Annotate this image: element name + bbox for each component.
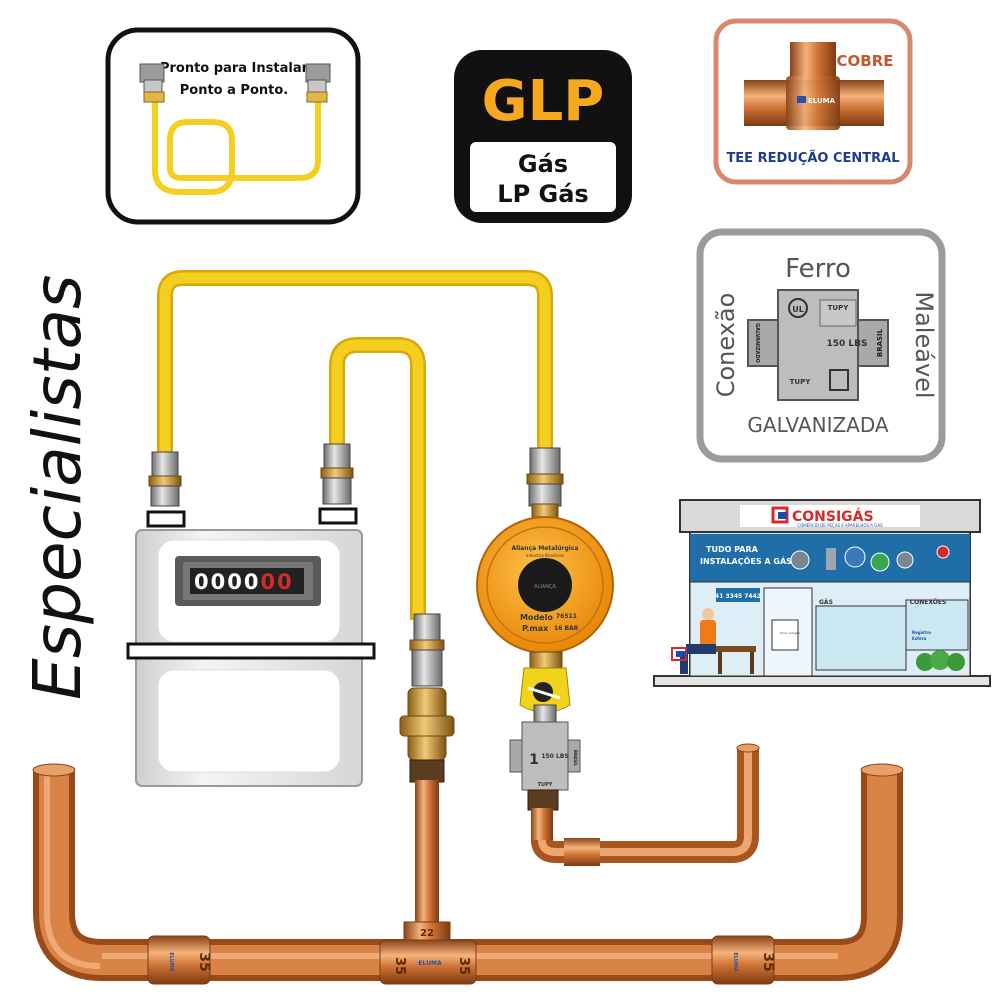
- worker-figure-icon: [680, 608, 716, 674]
- pipe-size-label: 35: [196, 952, 212, 971]
- store-slogan-2: INSTALAÇÕES A GÁS: [700, 555, 792, 566]
- pipe-size-label: 35: [760, 952, 776, 971]
- malleable-card: Ferro GALVANIZADA Conexão Maleável UL TU…: [696, 228, 946, 463]
- brass-ball-valve: [399, 613, 455, 783]
- pipe-size-label: 35: [392, 957, 407, 975]
- main-tee-coupling: 22 35 ELUMA 35: [379, 921, 477, 985]
- regulator-maker: Aliança Metalúrgica: [512, 545, 579, 552]
- store-label-forno: forno e fogão: [780, 631, 800, 635]
- glp-line2: LP Gás: [497, 180, 588, 208]
- tee-size-label: 22: [420, 928, 434, 939]
- pipe-size-label: 35: [456, 957, 471, 975]
- store-slogan-1: TUDO PARA: [706, 545, 759, 554]
- gas-meter: 000000: [126, 529, 376, 787]
- lbs-mark: 150 LBS: [827, 339, 868, 349]
- glp-line1: Gás: [518, 150, 568, 178]
- tee-brand: ELUMA: [808, 97, 836, 105]
- regulator-pmax-value: 16 BAR: [554, 625, 579, 632]
- gas-regulator: Aliança Metalúrgica Indústria Brasileira…: [476, 516, 614, 654]
- sign-post-icon: [671, 647, 687, 661]
- malleable-left-label: Conexão: [712, 293, 740, 398]
- elbow-fitting-icon: [139, 63, 165, 103]
- install-card-line2: Ponto a Ponto.: [180, 83, 288, 98]
- galv-mark: GALVANIZADO: [754, 323, 760, 363]
- regulator-pmax-label: P.max: [522, 624, 549, 633]
- coupling-right: 35 ELUMA: [711, 935, 776, 985]
- regulator-brand: ALIANÇA: [534, 584, 556, 590]
- side-script-text: Especialistas: [19, 275, 96, 700]
- copper-tee-icon: ELUMA: [744, 42, 884, 130]
- pipe-brand-label: ELUMA: [418, 960, 442, 967]
- tupy-mark: TUPY: [790, 378, 812, 386]
- store-name: CONSIGÁS: [792, 508, 874, 525]
- regulator-model-label: Modelo: [520, 613, 553, 622]
- store-bushes: [916, 650, 965, 671]
- pipe-brand-label: ELUMA: [168, 952, 174, 971]
- malleable-bottom-label: GALVANIZADA: [747, 413, 889, 437]
- galvanized-fitting-icon: UL TUPY 150 LBS BRASIL GALVANIZADO TUPY: [747, 289, 889, 401]
- yellow-hoses: [157, 270, 553, 620]
- galvanized-tee-fitting: 1 150 LBS TUPY BRASIL: [509, 721, 581, 811]
- valve-lbs-mark: 150 LBS: [541, 753, 568, 760]
- store-label-registro: Registro: [912, 630, 931, 635]
- store-tagline: COMÉRCIO DE PEÇAS E APARELHOS A GÁS: [797, 523, 883, 528]
- malleable-right-label: Maleável: [910, 291, 938, 398]
- valve-tupy-mark: TUPY: [538, 782, 553, 788]
- tupy-mark: TUPY: [828, 304, 850, 312]
- brasil-mark: BRASIL: [876, 328, 884, 357]
- glp-title: GLP: [482, 69, 605, 134]
- malleable-top-label: Ferro: [785, 254, 851, 284]
- meter-reading: 000000: [194, 570, 294, 594]
- store-illustration: CONSIGÁS COMÉRCIO DE PEÇAS E APARELHOS A…: [653, 499, 991, 687]
- ul-mark: UL: [792, 305, 804, 314]
- elbow-fitting-icon: [305, 63, 331, 103]
- valve-brasil-mark: BRASIL: [573, 750, 578, 767]
- store-label-gas: GÁS: [819, 599, 833, 606]
- glp-card: GLP Gás LP Gás: [454, 50, 632, 223]
- regulator-inlet-fitting: [526, 447, 564, 525]
- regulator-outlet-valve: [519, 651, 571, 724]
- store-bench-icon: [716, 646, 756, 674]
- meter-outlet-fitting: [318, 443, 358, 525]
- tee-bottom-label: TEE REDUÇÃO CENTRAL: [726, 150, 899, 166]
- regulator-model-value: 76511: [556, 613, 577, 620]
- tee-card: ELUMA COBRE TEE REDUÇÃO CENTRAL: [713, 18, 913, 185]
- store-label-esfera: Esfera: [912, 636, 927, 641]
- store-label-conexoes: CONEXÕES: [910, 599, 947, 606]
- store-logo-icon: [771, 506, 789, 524]
- coupling-left: 35 ELUMA: [147, 935, 212, 985]
- flex-hose-icon: [152, 90, 321, 195]
- store-phone: 41 3345 7442: [715, 593, 761, 600]
- pipe-brand-label: ELUMA: [732, 952, 738, 971]
- store-product-icons: [790, 545, 950, 572]
- regulator-industry: Indústria Brasileira: [526, 553, 564, 558]
- install-card: Pronto para Instalar Ponto a Ponto.: [105, 27, 361, 225]
- install-card-line1: Pronto para Instalar: [160, 61, 309, 76]
- valve-number-mark: 1: [529, 752, 539, 768]
- meter-inlet-fitting: [146, 451, 186, 528]
- tee-top-label: COBRE: [837, 52, 894, 70]
